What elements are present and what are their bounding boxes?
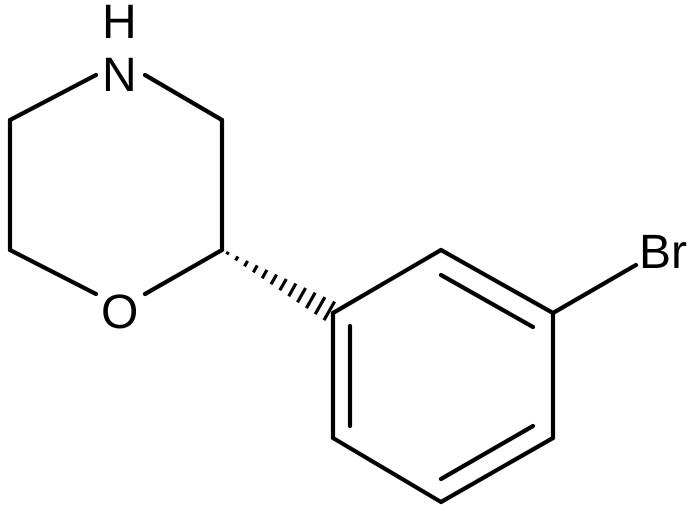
hashed-wedge-bond (225, 251, 336, 321)
bond-c2ar-c3ar (438, 247, 556, 316)
bond-c2-o (142, 247, 225, 297)
double-bond-inner-1 (438, 272, 536, 330)
bromine-label: Br (639, 226, 687, 279)
bond-c5-n (7, 72, 99, 123)
morpholine-ring (7, 72, 225, 297)
hash-segment (278, 278, 288, 292)
hash-segment (251, 264, 259, 274)
bond-o-c6 (7, 247, 99, 297)
bond-c1-c2ar (330, 247, 444, 316)
hash-segment (305, 291, 317, 309)
hash-segment (287, 282, 298, 298)
nitrogen-label: N (102, 49, 137, 102)
hash-segment (225, 251, 230, 256)
bond-c-br (550, 262, 639, 316)
bond-c5ar-c6ar (330, 435, 444, 505)
oxygen-label: O (101, 286, 138, 339)
benzene-ring (330, 247, 556, 505)
bond-c4ar-c5ar (438, 435, 556, 505)
hash-segment (243, 260, 249, 268)
nitrogen-h-label: H (102, 0, 137, 49)
bond-n-c3 (142, 72, 225, 123)
hash-segment (313, 296, 327, 315)
hash-segment (260, 269, 269, 280)
hash-segment (322, 300, 336, 321)
hash-segment (269, 273, 278, 286)
double-bond-inner-2 (438, 423, 536, 482)
hash-segment (234, 255, 240, 262)
hash-segment (296, 287, 307, 304)
